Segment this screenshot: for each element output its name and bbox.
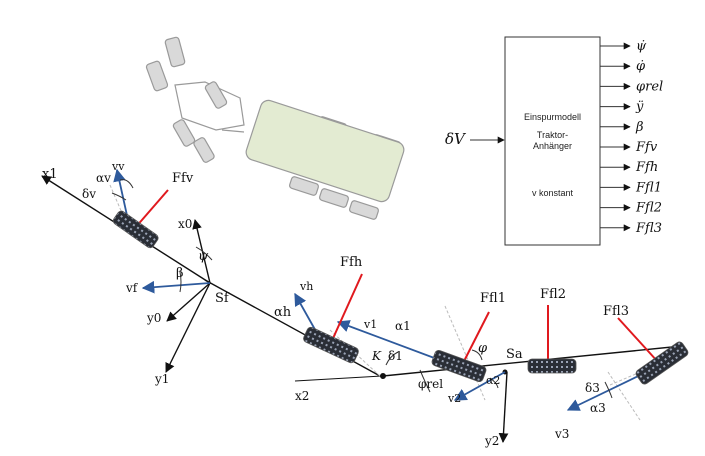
- output-label: Ffl3: [635, 221, 662, 236]
- label-x1: x1: [42, 167, 58, 182]
- output-label: φrel: [636, 79, 663, 94]
- label-psi: ψ: [198, 249, 209, 264]
- front-wheel: [112, 210, 159, 249]
- trailer-wheel-1: [431, 349, 487, 383]
- hitch-point: [380, 373, 386, 379]
- label-v2: v2: [447, 392, 461, 405]
- tractor-trailer-illustration: [145, 36, 405, 220]
- label-x2: x2: [295, 389, 309, 403]
- label-delta-v: δv: [82, 187, 96, 201]
- output-label: Ffl2: [635, 201, 662, 216]
- label-vf: vf: [125, 281, 139, 295]
- label-vv: vv: [111, 160, 125, 173]
- trailer-wheel-3: [635, 341, 689, 385]
- angle-arcs: [111, 179, 613, 399]
- label-vh: vh: [299, 280, 313, 293]
- label-alpha-h: αh: [274, 305, 292, 320]
- label-beta: β: [176, 266, 184, 281]
- label-alpha1: α1: [395, 319, 411, 333]
- output-label: φ̇: [636, 59, 646, 74]
- block-input-label: δV: [445, 130, 467, 148]
- block-line2: Traktor-: [536, 130, 569, 140]
- label-sf: Sf: [215, 291, 230, 306]
- label-alpha2: α2: [486, 374, 500, 387]
- rear-wheel: [303, 326, 359, 364]
- label-v3: v3: [554, 427, 569, 441]
- output-label: Ffv: [635, 140, 658, 155]
- label-delta1: δ1: [388, 349, 403, 363]
- block-line3: Anhänger: [532, 141, 573, 151]
- label-x0: x0: [178, 217, 192, 231]
- label-alpha3: α3: [590, 401, 606, 415]
- label-ffh: Ffh: [340, 255, 363, 270]
- label-phi-rel: φrel: [418, 377, 443, 391]
- output-label: ψ̇: [636, 39, 647, 54]
- model-block: δV: [445, 36, 601, 246]
- label-y0: y0: [146, 311, 161, 325]
- block-title: Einspurmodell: [523, 112, 582, 122]
- label-ffl2: Ffl2: [540, 287, 566, 302]
- label-phi: φ: [478, 341, 488, 356]
- label-k: K: [371, 349, 382, 363]
- label-ffv: Ffv: [172, 171, 194, 186]
- output-label: Ffl1: [635, 180, 662, 195]
- output-label: β: [635, 120, 644, 135]
- label-alpha-v: αv: [96, 171, 111, 185]
- output-label: ÿ: [635, 100, 644, 115]
- output-label: Ffh: [635, 160, 658, 175]
- label-v1: v1: [363, 318, 377, 331]
- diagram-labels: x1 vv Ffv αv δv x0 ψ β vf Sf y0 y1 vh Ff…: [42, 160, 629, 448]
- label-sa: Sa: [506, 347, 523, 362]
- label-ffl3: Ffl3: [603, 304, 629, 319]
- label-y1: y1: [154, 372, 169, 386]
- trailer-wheel-2: [527, 358, 577, 374]
- label-ffl1: Ffl1: [480, 291, 506, 306]
- label-delta3: δ3: [585, 381, 600, 395]
- wheels: [112, 210, 689, 385]
- block-note: v konstant: [531, 188, 574, 198]
- label-y2: y2: [484, 434, 499, 448]
